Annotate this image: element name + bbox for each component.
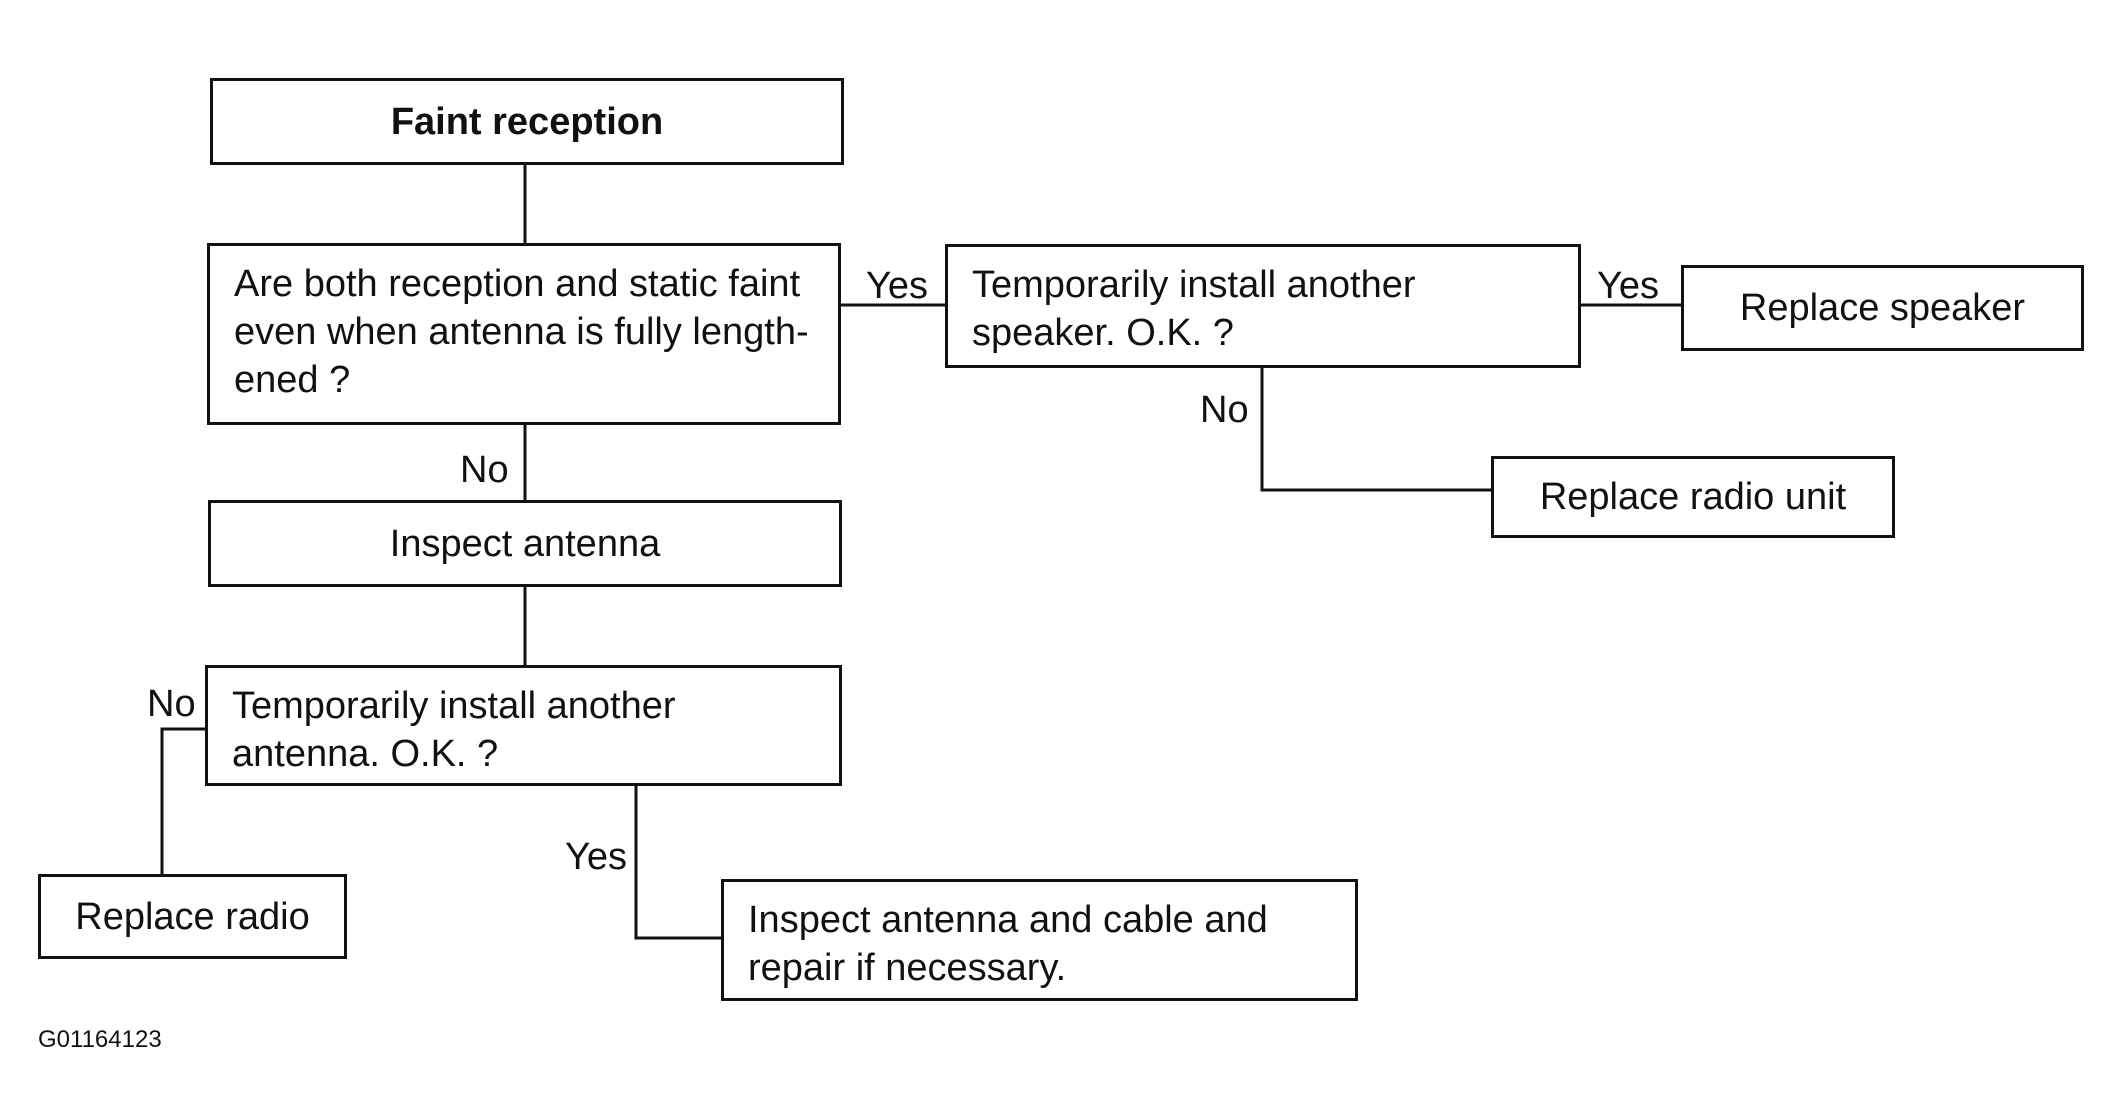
question-line-1: Are both reception and static faint [234, 263, 801, 305]
speaker-question-line-1: Temporarily install another [972, 264, 1416, 306]
node-inspect-antenna: Inspect antenna [208, 500, 842, 587]
node-inspect-antenna-cable: Inspect antenna and cable and repair if … [721, 879, 1358, 1001]
node-question-speaker: Temporarily install another speaker. O.K… [945, 244, 1581, 368]
question-line-3: ened ? [234, 359, 351, 401]
node-question-antenna: Temporarily install another antenna. O.K… [205, 665, 842, 786]
inspect-cable-line-1: Inspect antenna and cable and [748, 899, 1268, 941]
node-replace-radio-unit-text: Replace radio unit [1539, 476, 1847, 518]
connector-speaker-test-to-replace-radio-unit [1260, 367, 1492, 492]
antenna-question-line-2: antenna. O.K. ? [232, 733, 499, 775]
inspect-cable-line-2: repair if necessary. [748, 947, 1067, 989]
edge-label-antenna-no: No [147, 683, 196, 725]
node-replace-radio: Replace radio [38, 874, 347, 959]
speaker-question-line-2: speaker. O.K. ? [972, 312, 1234, 354]
node-replace-speaker-text: Replace speaker [1739, 287, 2026, 329]
node-inspect-antenna-text: Inspect antenna [389, 522, 661, 565]
node-question-reception-static: Are both reception and static faint even… [207, 243, 841, 425]
node-faint-reception-text: Faint reception [390, 100, 664, 143]
node-replace-radio-text: Replace radio [75, 895, 310, 938]
edge-label-speaker-yes: Yes [1597, 265, 1659, 307]
edge-label-antenna-yes: Yes [565, 836, 627, 878]
connector-antenna-test-to-inspect-cable [634, 785, 722, 940]
edge-label-faint-yes: Yes [866, 265, 928, 307]
connector-antenna-test-to-replace-radio [160, 727, 207, 875]
question-line-2: even when antenna is fully length- [234, 311, 809, 353]
antenna-question-line-1: Temporarily install another [232, 685, 676, 727]
edge-label-faint-no: No [460, 449, 509, 491]
edge-label-speaker-no: No [1200, 389, 1249, 431]
figure-code: G01164123 [38, 1026, 162, 1053]
node-replace-speaker: Replace speaker [1681, 265, 2084, 351]
node-faint-reception: Faint reception [210, 78, 844, 165]
node-replace-radio-unit: Replace radio unit [1491, 456, 1895, 538]
